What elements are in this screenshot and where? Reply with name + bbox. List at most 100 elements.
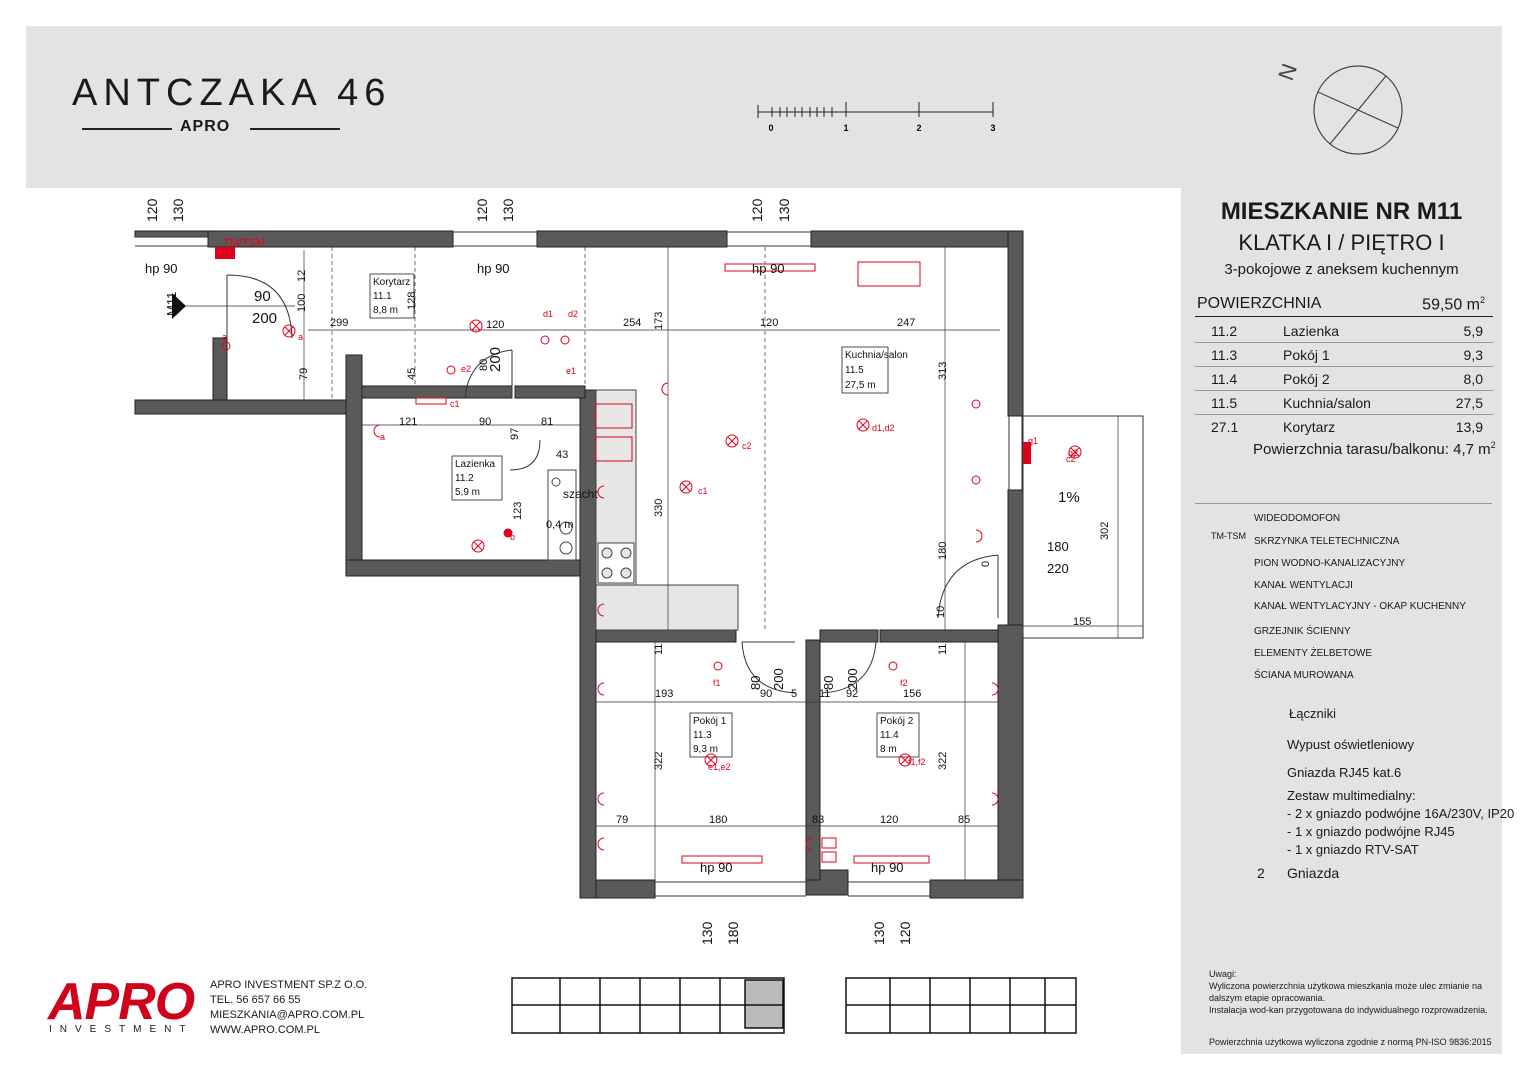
electrical-marker: c2 (742, 441, 752, 451)
balcony (1022, 415, 1144, 639)
north-label: N (1273, 60, 1302, 83)
room-tag-name-3: Lazienka (455, 459, 495, 470)
legend-multimedia-line: - 2 x gniazdo podwójne 16A/230V, IP20 (1287, 806, 1515, 821)
dimension-label: 79 (616, 814, 628, 826)
legend-item: ŚCIANA MUROWANA (1254, 670, 1354, 681)
room-tag-id-3: 11.2 (455, 473, 474, 484)
company-logo-sub: INVESTMENT (49, 1024, 194, 1035)
room-tag-name-2: Kuchnia/salon (845, 350, 908, 361)
window-label-2: hp 90 (477, 261, 510, 276)
dimension-label: 180 (709, 814, 727, 826)
legend-sockets: Gniazda (1287, 865, 1340, 881)
hidden-lines (331, 247, 766, 630)
dimension-label: 123 (512, 502, 524, 520)
legend-item: GRZEJNIK ŚCIENNY (1254, 626, 1351, 637)
dimension-label: 200 (771, 668, 786, 690)
window-frames (135, 231, 1023, 897)
electrical-marker: a (380, 432, 385, 442)
dimension-label: 90 (479, 416, 491, 428)
company-email[interactable]: MIESZKANIA@APRO.COM.PL (210, 1009, 365, 1021)
area-value: 59,50 m2 (1422, 295, 1485, 314)
row-rule (1195, 366, 1493, 367)
dimension-label: 0 (980, 561, 992, 567)
electrical-marker: a (222, 332, 227, 342)
window-label-5: hp 90 (871, 860, 904, 875)
intercom-icon (1023, 442, 1031, 464)
dimension-label: 193 (655, 688, 673, 700)
project-title: ANTCZAKA 46 (72, 72, 392, 114)
row-rule (1195, 414, 1493, 415)
brand-line-left (82, 128, 172, 130)
dimension-label: 155 (1073, 616, 1091, 628)
dimension-label: 10 (935, 606, 947, 618)
dimension-label: 330 (653, 499, 665, 517)
terrace-area: Powierzchnia tarasu/balkonu: 4,7 m2 (1253, 440, 1496, 458)
notes-line: Wyliczona powierzchnia użytkowa mieszkan… (1209, 981, 1483, 991)
legend-item: KANAŁ WENTYLACYJNY - OKAP KUCHENNY (1254, 601, 1466, 612)
dimension-label: 254 (623, 317, 641, 329)
dimension-label: 80 (748, 676, 763, 690)
legend-tm-tsm: TM-TSM (1211, 531, 1246, 541)
dim-bottom-3: 130 (871, 921, 887, 945)
company-tel: TEL. 56 657 66 55 (210, 994, 301, 1006)
scale-label-0: 0 (768, 123, 773, 133)
legend-multimedia-line: - 1 x gniazdo RTV-SAT (1287, 842, 1419, 857)
info-panel: MIESZKANIE NR M11 KLATKA I / PIĘTRO I 3-… (1181, 188, 1502, 1054)
dimension-label: 85 (958, 814, 970, 826)
room-area: 9,3 (1463, 347, 1483, 363)
compass-icon (1313, 65, 1403, 155)
dimension-label: 120 (486, 319, 504, 331)
electrical-marker: c1 (698, 486, 708, 496)
tm-tsm-label: TM/TSM (223, 237, 265, 249)
dimension-label: 180 (937, 542, 949, 560)
dim-bottom-4: 120 (897, 921, 913, 945)
room-id: 11.5 (1211, 395, 1238, 411)
window-label-3: hp 90 (752, 261, 785, 276)
room-tag-id-1: 11.1 (373, 291, 392, 302)
terrace-area-text: Powierzchnia tarasu/balkonu: 4,7 m (1253, 441, 1491, 458)
electrical-marker: e1 (566, 366, 576, 376)
room-id: 11.2 (1211, 323, 1238, 339)
dim-top-3: 120 (474, 198, 490, 222)
dimension-label: 302 (1099, 522, 1111, 540)
room-area: 5,9 (1463, 323, 1483, 339)
header-band (26, 26, 1502, 188)
dimension-label: 80 (821, 676, 836, 690)
company-www[interactable]: WWW.APRO.COM.PL (210, 1024, 320, 1036)
room-name: Lazienka (1283, 323, 1340, 339)
window-label-4: hp 90 (700, 860, 733, 875)
company-logo: APRO (48, 973, 195, 1031)
electrical-marker: g2 (1068, 448, 1078, 458)
row-rule (1195, 342, 1493, 343)
room-row: 11.3 Pokój 1 9,3 (1195, 343, 1493, 367)
room-tag-id-2: 11.5 (845, 365, 864, 376)
legend-item: ELEMENTY ŻELBETOWE (1254, 648, 1372, 659)
dimension-label: 120 (880, 814, 898, 826)
notes-line: Instalacja wod-kan przygotowana do indyw… (1209, 1005, 1488, 1015)
room-tag-area-4: 9,3 m (693, 744, 718, 755)
electrical-marker: e2 (461, 364, 471, 374)
switch-icons (221, 335, 981, 671)
key-plan-2 (845, 977, 1077, 1034)
electrical-marker: d1,d2 (872, 423, 895, 433)
dimension-label: 220 (1047, 561, 1069, 576)
dimension-label: 200 (252, 310, 277, 327)
electrical-marker: b (510, 532, 515, 542)
dimension-label: 80 (478, 359, 490, 371)
light-fixture-icons (282, 319, 1082, 767)
dimension-label: 11 (937, 644, 949, 655)
area-total-row: POWIERZCHNIA 59,50 m2 (1195, 291, 1493, 317)
legend-item: KANAŁ WENTYLACJI (1254, 580, 1353, 591)
dim-bottom-2: 180 (725, 921, 741, 945)
dim-top-2: 130 (170, 198, 186, 222)
row-rule (1195, 390, 1493, 391)
kitchen-counter (595, 389, 739, 631)
area-rule (1195, 316, 1493, 317)
scale-label-2: 2 (916, 123, 921, 133)
dimension-label: 83 (812, 814, 824, 826)
shaft-label: szacht (563, 487, 598, 501)
legend-item: PION WODNO-KANALIZACYJNY (1254, 558, 1406, 569)
scale-bar (757, 102, 994, 118)
tm-tsm-box (215, 247, 235, 259)
socket-icons (373, 382, 999, 851)
